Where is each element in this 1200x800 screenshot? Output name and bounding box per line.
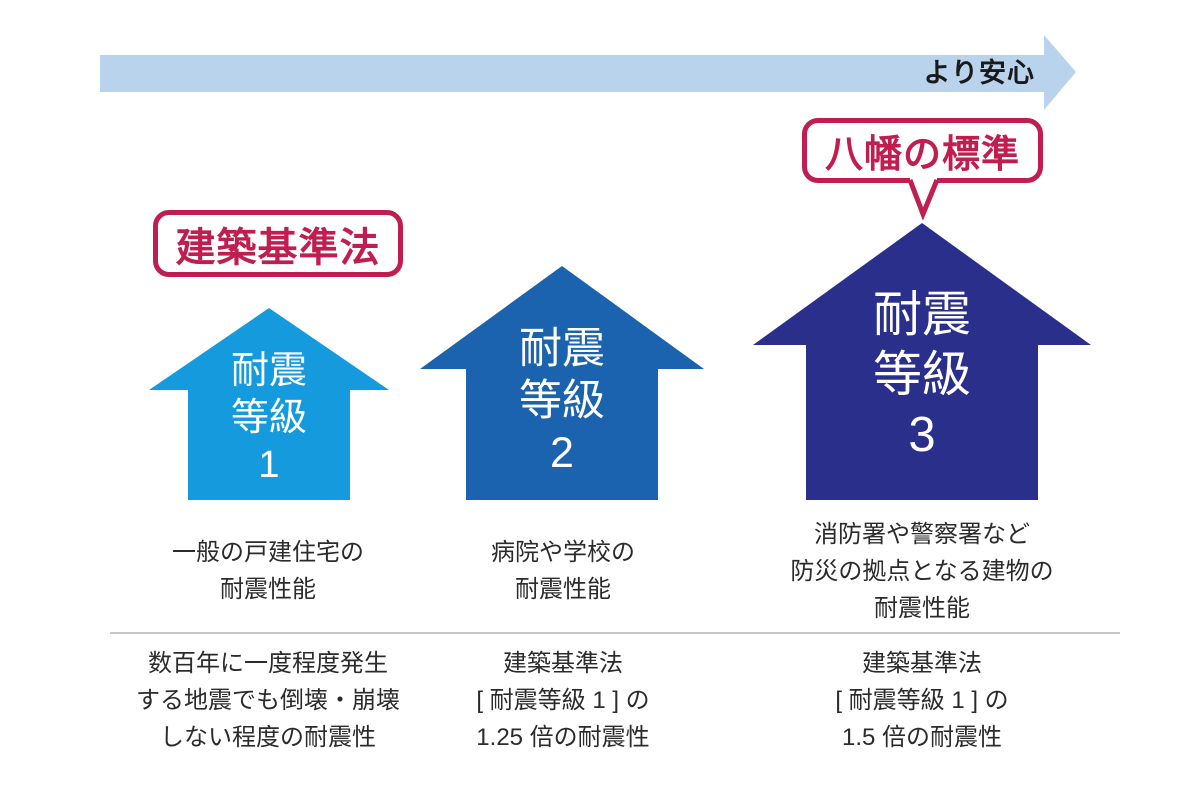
grade-2-description: 病院や学校の 耐震性能 bbox=[491, 539, 635, 603]
yahata-bubble-tail bbox=[907, 176, 940, 220]
building-code-badge: 建築基準法 bbox=[153, 210, 403, 277]
grade-3-description: 消防署や警察署など 防災の拠点となる建物の 耐震性能 bbox=[790, 521, 1054, 622]
yahata-standard-bubble-label: 八幡の標準 bbox=[824, 134, 1020, 176]
yahata-bubble-tail-fill bbox=[910, 176, 937, 214]
grade-2-house-label: 耐震 等級 2 bbox=[519, 325, 605, 477]
grade-1-description: 一般の戸建住宅の 耐震性能 bbox=[172, 539, 364, 603]
grade-1-house-label: 耐震 等級 1 bbox=[230, 350, 307, 486]
grade-3-house-label: 耐震 等級 3 bbox=[872, 288, 971, 462]
yahata-bubble-tail-outline bbox=[907, 179, 940, 220]
grade-1-house-arrow bbox=[149, 308, 389, 500]
grade-3-detail: 建築基準法 [ 耐震等級 1 ] の 1.5 倍の耐震性 bbox=[835, 650, 1009, 751]
grade-2-house-arrow bbox=[420, 266, 704, 500]
grade-3-house-arrow bbox=[753, 223, 1091, 500]
top-arrow-head bbox=[1044, 35, 1076, 110]
grade-1-detail: 数百年に一度程度発生 する地震でも倒壊・崩壊 しない程度の耐震性 bbox=[136, 650, 400, 751]
top-arrow-shaft bbox=[100, 55, 1044, 92]
grade-2-detail: 建築基準法 [ 耐震等級 1 ] の 1.25 倍の耐震性 bbox=[476, 650, 650, 751]
yahata-standard-bubble: 八幡の標準 bbox=[802, 118, 1043, 183]
building-code-badge-label: 建築基準法 bbox=[175, 225, 381, 270]
reassurance-label: より安心 bbox=[923, 58, 1035, 88]
